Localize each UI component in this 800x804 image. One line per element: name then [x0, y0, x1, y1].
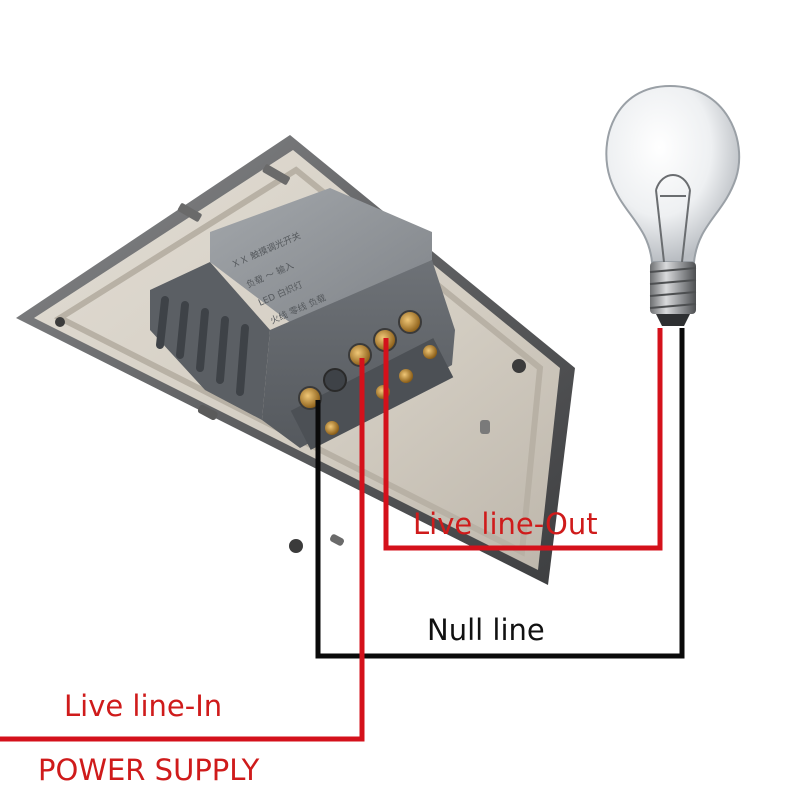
wires	[0, 328, 685, 742]
bulb-base	[650, 262, 696, 314]
mount-hole	[512, 359, 526, 373]
module-top	[210, 188, 432, 330]
live-line-in-label: Live line-In	[64, 689, 223, 723]
mount-hole	[55, 317, 65, 327]
terminal-screw	[323, 368, 347, 392]
bulb-glass	[605, 84, 741, 263]
power-supply-label: POWER SUPPLY	[38, 753, 260, 787]
switch-module: ＸＸ 触摸调光开关 负载 ～ 输入 LED 白炽灯 火线 零线 负载	[150, 188, 455, 450]
null-line-label: Null line	[427, 613, 545, 647]
terminal-block	[290, 310, 454, 450]
live-line-out-label: Live line-Out	[413, 507, 598, 541]
live-out-wire	[383, 328, 663, 551]
live-in-wire	[0, 358, 365, 742]
terminal-screw	[398, 310, 422, 334]
light-bulb	[605, 84, 741, 326]
null-wire	[315, 328, 685, 659]
mount-hole	[289, 539, 303, 553]
